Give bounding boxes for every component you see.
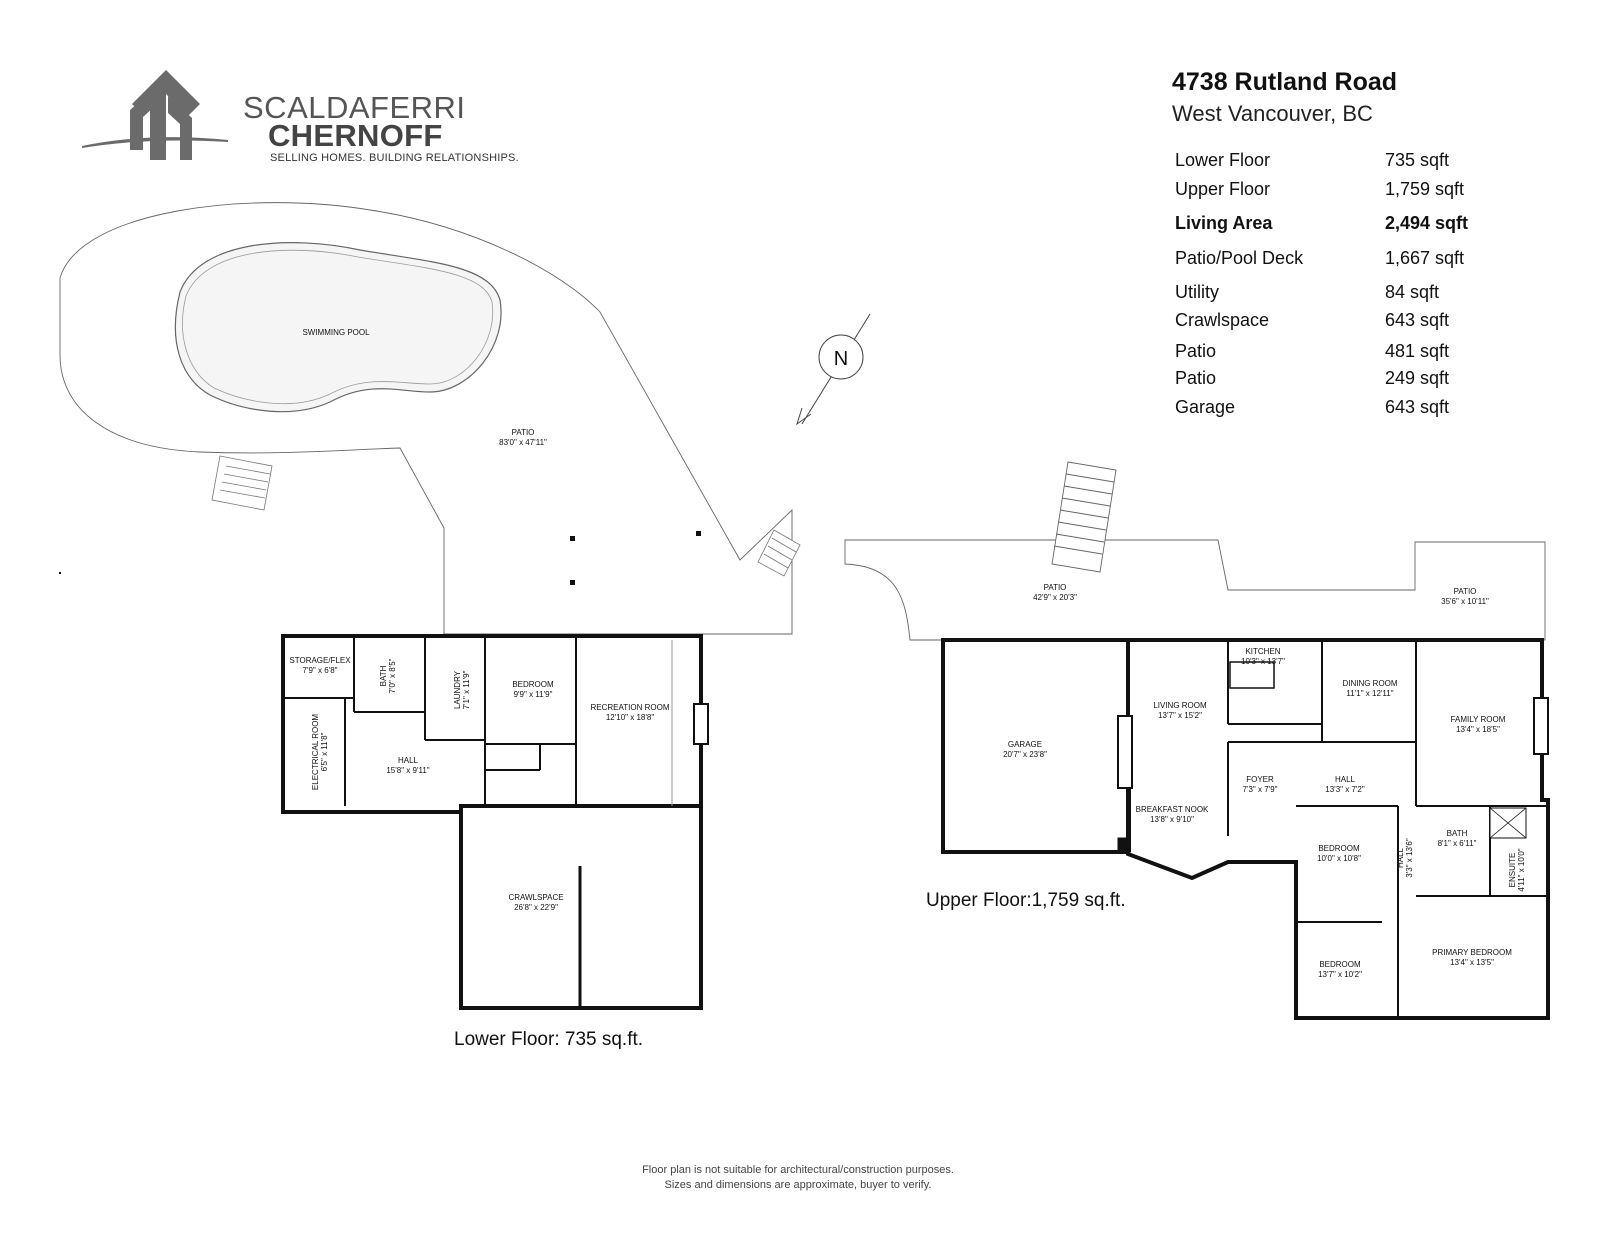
room-living-dim: 13'7" x 15'2" (1158, 711, 1202, 720)
area-label: Upper Floor (1175, 179, 1271, 199)
area-value: 249 sqft (1385, 368, 1450, 388)
pool-stairs (211, 455, 801, 577)
area-label: Living Area (1175, 213, 1273, 233)
room-storage-dim: 7'9" x 6'8" (303, 666, 338, 675)
room-breakfast-dim: 13'8" x 9'10" (1150, 815, 1194, 824)
room-electrical-name: ELECTRICAL ROOM (311, 714, 320, 790)
room-living-name: LIVING ROOM (1153, 701, 1207, 710)
north-arrow (796, 313, 871, 426)
lower-floor-caption: Lower Floor: 735 sq.ft. (454, 1029, 644, 1050)
area-label: Lower Floor (1175, 150, 1271, 170)
area-row: Patio 481 sqft (1175, 341, 1505, 362)
area-row: Lower Floor 735 sqft (1175, 150, 1505, 171)
room-kitchen-dim: 10'3" x 13'7" (1241, 657, 1285, 666)
room-laundry-dim: 7'1" x 11'9" (462, 670, 471, 709)
room-patio-upper-left-dim: 42'9" x 20'3" (1033, 593, 1077, 602)
room-foyer-dim: 7'3" x 7'9" (1243, 785, 1278, 794)
room-patio-upper-right-name: PATIO (1454, 587, 1477, 596)
room-recreation-dim: 12'10" x 18'8" (606, 713, 654, 722)
pool-deck (59, 202, 793, 635)
room-bath-upper-dim: 8'1" x 6'11" (1438, 839, 1477, 848)
area-row: Garage 643 sqft (1175, 397, 1505, 418)
room-recreation-name: RECREATION ROOM (591, 703, 670, 712)
area-value: 735 sqft (1385, 150, 1450, 170)
room-hall-lower-name: HALL (398, 756, 419, 765)
area-value: 481 sqft (1385, 341, 1450, 361)
room-bedroom-a-dim: 10'0" x 10'8" (1317, 854, 1361, 863)
room-bath-upper-name: BATH (1447, 829, 1468, 838)
lower-floor-plan (281, 634, 709, 1010)
area-label: Patio (1175, 368, 1217, 388)
area-label: Utility (1175, 282, 1219, 302)
room-bath-lower-name: BATH (379, 665, 388, 686)
room-bedroom-lower-dim: 9'9" x 11'9" (514, 690, 553, 699)
room-foyer-name: FOYER (1246, 775, 1274, 784)
area-row: Patio/Pool Deck 1,667 sqft (1175, 248, 1505, 269)
room-patio-upper-right-dim: 35'6" x 10'11" (1441, 597, 1489, 606)
room-bedroom-b-name: BEDROOM (1319, 960, 1361, 969)
room-crawlspace-dim: 26'8" x 22'9" (514, 903, 558, 912)
brand-tagline: SELLING HOMES. BUILDING RELATIONSHIPS. (270, 152, 519, 164)
area-row: Crawlspace 643 sqft (1175, 310, 1505, 331)
brand-line-2: CHERNOFF (268, 118, 443, 153)
area-label: Patio/Pool Deck (1175, 248, 1304, 268)
area-row: Utility 84 sqft (1175, 282, 1505, 303)
room-storage-name: STORAGE/FLEX (289, 656, 351, 665)
area-value: 1,667 sqft (1385, 248, 1465, 268)
room-hall-b-dim: 3'3" x 13'6" (1405, 838, 1414, 878)
room-garage-dim: 20'7" x 23'8" (1003, 750, 1047, 759)
room-hall-lower-dim: 15'8" x 9'11" (386, 766, 429, 775)
area-value: 1,759 sqft (1385, 179, 1465, 199)
area-row: Patio 249 sqft (1175, 368, 1505, 389)
room-hall-upper-dim: 13'3" x 7'2" (1325, 785, 1365, 794)
room-hall-upper-name: HALL (1335, 775, 1356, 784)
area-label: Patio (1175, 341, 1217, 361)
room-hall-b-name: HALL (1396, 847, 1405, 868)
logo-mark (82, 70, 228, 160)
room-dining-dim: 11'1" x 12'11" (1346, 689, 1393, 698)
area-label: Crawlspace (1175, 310, 1270, 330)
brand-line-1: SCALDAFERRI (243, 90, 466, 125)
area-value: 84 sqft (1385, 282, 1440, 302)
compass-letter: N (834, 348, 848, 370)
upper-floor-plan (941, 638, 1550, 1020)
room-electrical-dim: 6'5" x 11'8" (320, 732, 329, 771)
deck-posts (59, 531, 701, 585)
room-bedroom-b-dim: 13'7" x 10'2" (1318, 970, 1362, 979)
upper-floor-patio (844, 461, 1546, 641)
room-crawlspace-name: CRAWLSPACE (508, 893, 563, 902)
room-primary-name: PRIMARY BEDROOM (1432, 948, 1512, 957)
room-pool-name: SWIMMING POOL (302, 328, 370, 337)
room-ensuite-name: ENSUITE (1508, 853, 1517, 888)
room-dining-name: DINING ROOM (1342, 679, 1397, 688)
property-city: West Vancouver, BC (1172, 101, 1373, 126)
area-row: Upper Floor 1,759 sqft (1175, 179, 1505, 200)
room-breakfast-name: BREAKFAST NOOK (1136, 805, 1209, 814)
room-patio-pool-name: PATIO (512, 428, 535, 437)
area-value: 643 sqft (1385, 310, 1450, 330)
room-bath-lower-dim: 7'0" x 8'5" (388, 658, 397, 693)
disclaimer-line-1: Floor plan is not suitable for architect… (642, 1164, 954, 1176)
area-value: 2,494 sqft (1385, 213, 1469, 233)
room-ensuite-dim: 4'11" x 10'0" (1517, 848, 1526, 891)
room-patio-pool-dim: 83'0" x 47'11" (499, 438, 547, 447)
room-patio-upper-left-name: PATIO (1044, 583, 1067, 592)
room-laundry-name: LAUNDRY (453, 670, 462, 709)
room-primary-dim: 13'4" x 13'5" (1450, 958, 1494, 967)
property-address: 4738 Rutland Road (1172, 68, 1398, 96)
upper-floor-caption: Upper Floor:1,759 sq.ft. (926, 890, 1126, 911)
pool-shape (174, 242, 502, 413)
room-kitchen-name: KITCHEN (1245, 647, 1280, 656)
area-row-total: Living Area 2,494 sqft (1175, 213, 1505, 234)
room-bedroom-lower-name: BEDROOM (512, 680, 554, 689)
area-label: Garage (1175, 397, 1236, 417)
room-family-dim: 13'4" x 18'5" (1456, 725, 1500, 734)
area-value: 643 sqft (1385, 397, 1450, 417)
disclaimer-line-2: Sizes and dimensions are approximate, bu… (664, 1179, 932, 1191)
room-bedroom-a-name: BEDROOM (1318, 844, 1360, 853)
room-family-name: FAMILY ROOM (1451, 715, 1506, 724)
room-garage-name: GARAGE (1008, 740, 1042, 749)
